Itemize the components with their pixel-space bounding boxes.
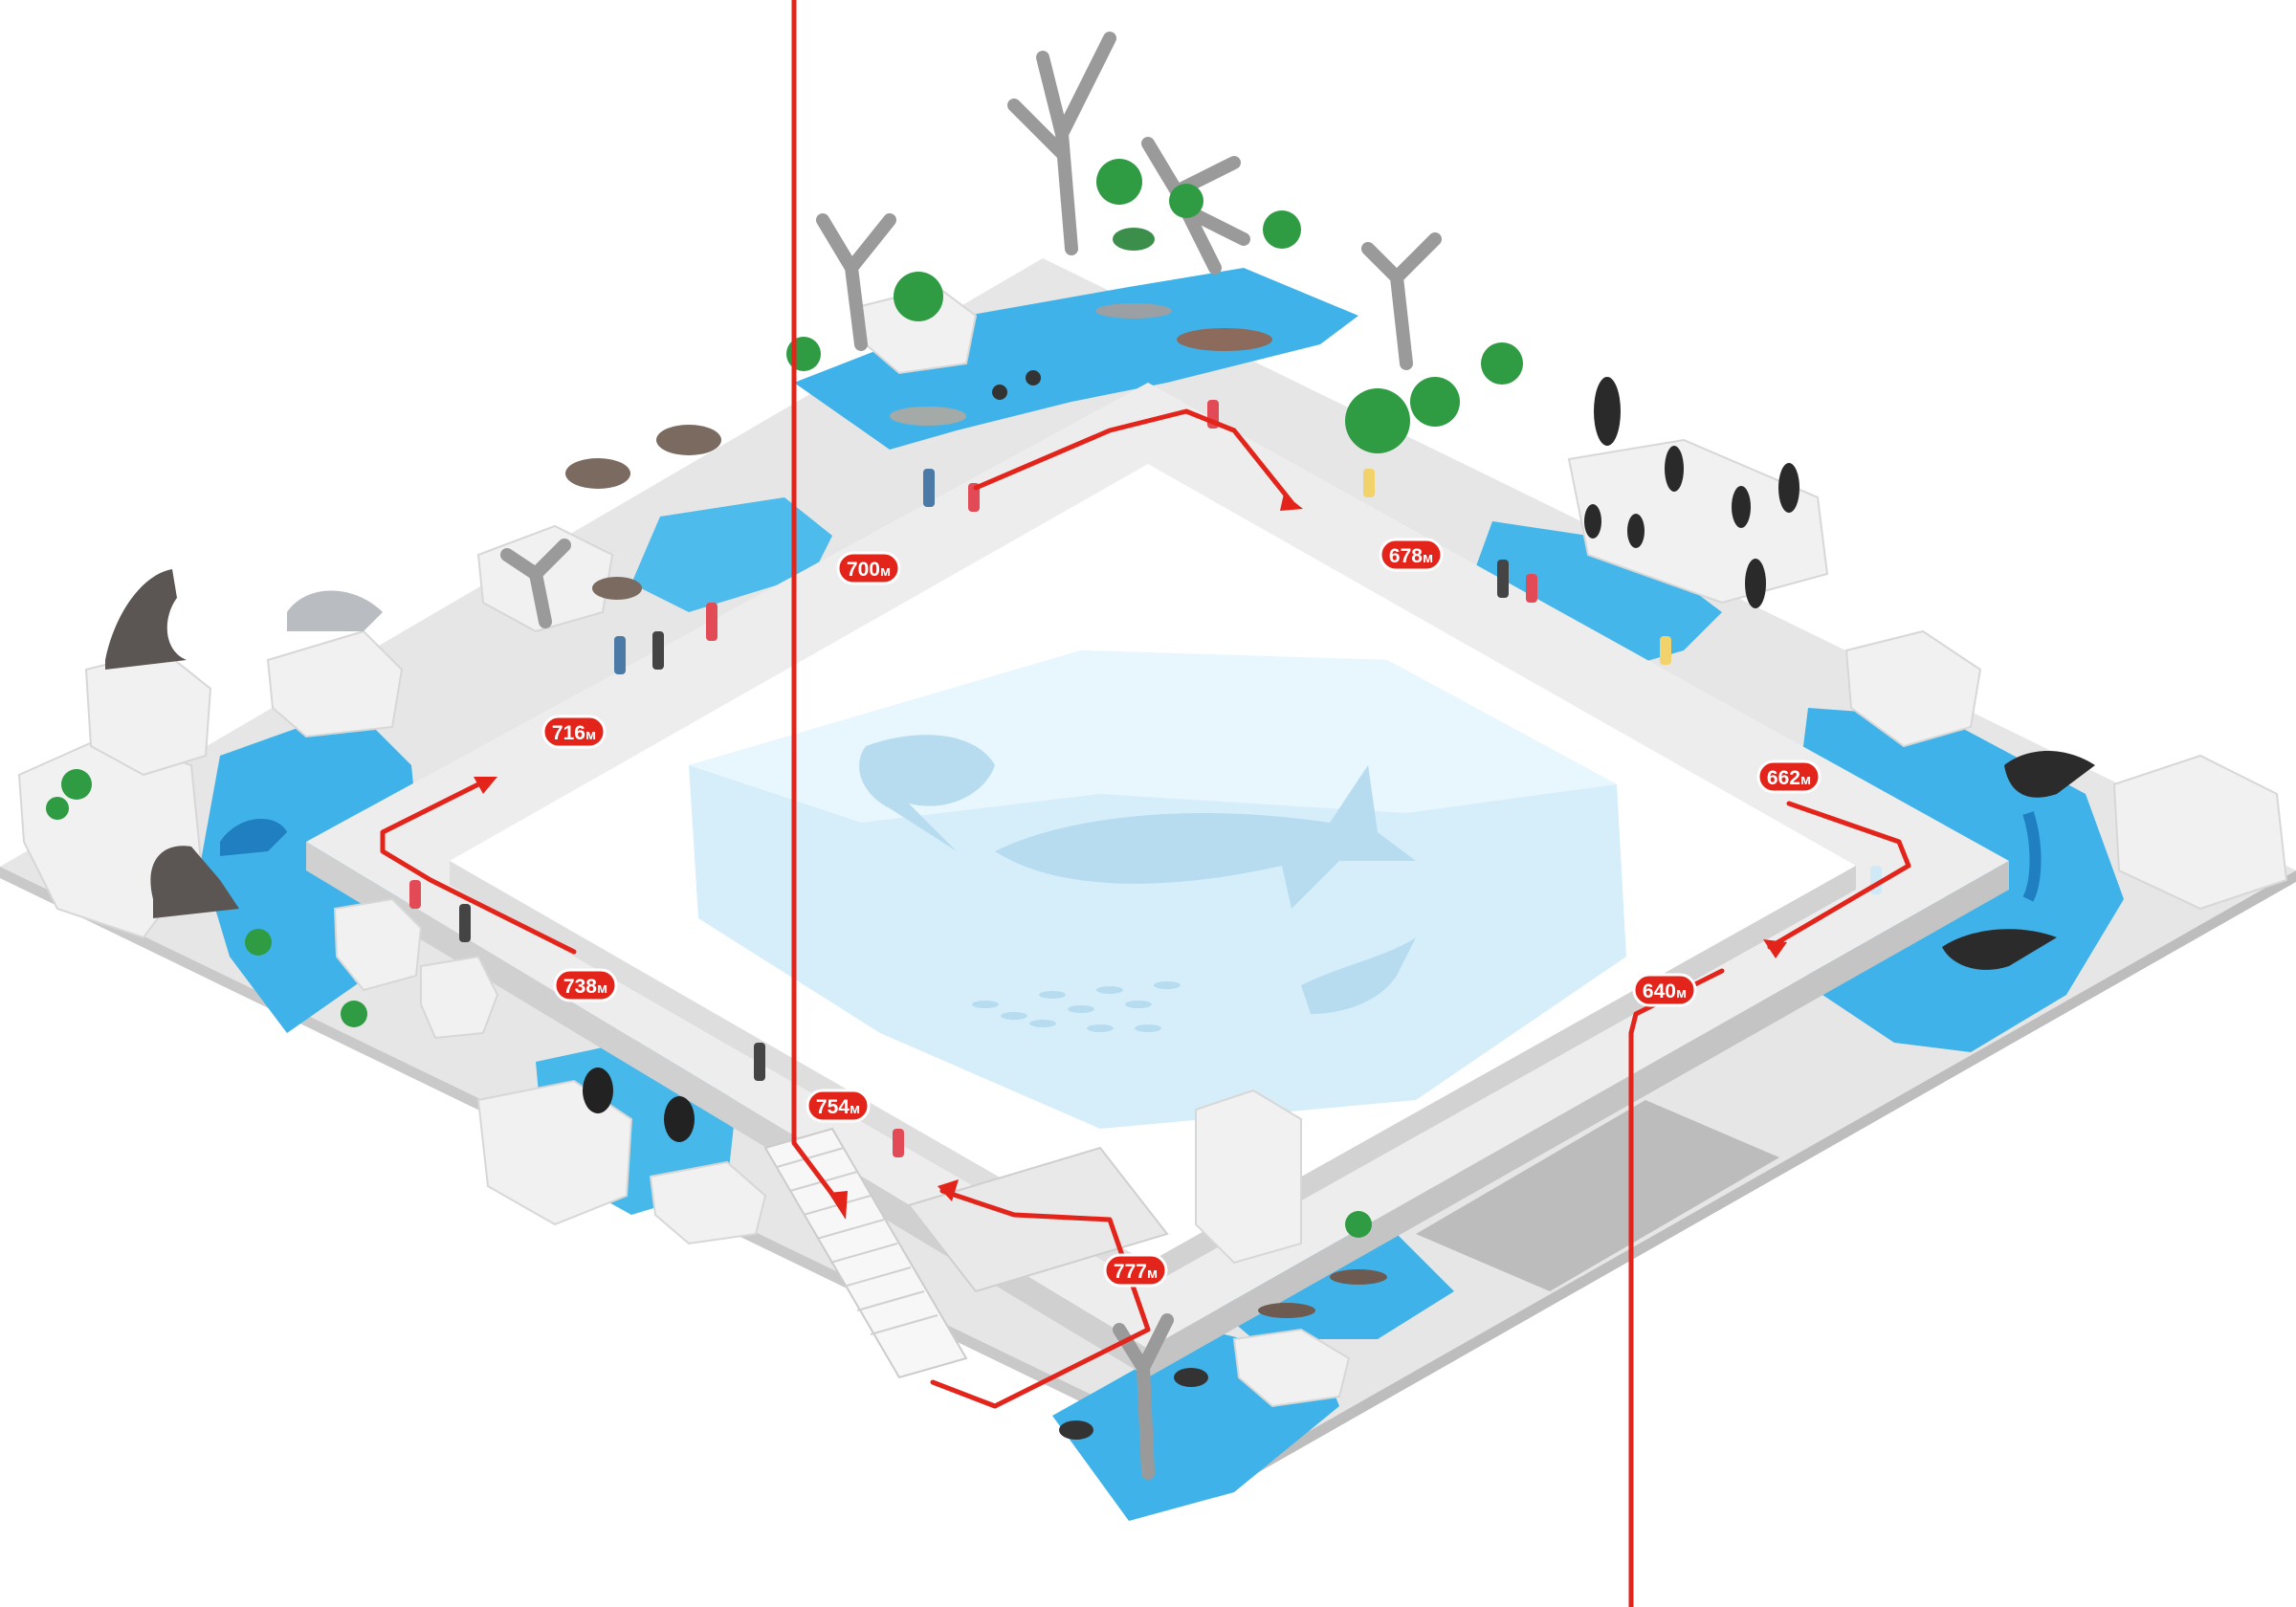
fish-icon [890, 407, 966, 426]
distance-badge: 700м [836, 551, 901, 585]
shark-icon [1301, 937, 1416, 1014]
raccoon-icon [565, 458, 630, 489]
arrow-icon [828, 1191, 848, 1220]
central-pool [450, 464, 1856, 1287]
raccoon-icon [592, 577, 642, 600]
tree-icon [1361, 232, 1442, 370]
exit-corridor [1416, 1100, 1779, 1291]
penguin-pool [1473, 521, 1722, 670]
trees [500, 32, 1442, 1480]
visitor-icon [614, 636, 626, 674]
dolphin-icon [1942, 929, 2057, 970]
puffin-icon [583, 1068, 613, 1113]
fish-icon [1177, 328, 1272, 351]
distance-badges: 640м 662м 678м 700м 716м 738м 754м 777м [541, 538, 1821, 1288]
visitor-icon [968, 483, 980, 512]
visitor-icon [1363, 469, 1375, 497]
fish-icon [1095, 303, 1172, 319]
visitor-icon [1660, 636, 1671, 665]
visitor-icon [652, 631, 664, 670]
distance-badge: 754м [806, 1089, 871, 1123]
ray-icon [859, 735, 995, 851]
duck-icon [1059, 1420, 1093, 1440]
distance-badge: 662м [1756, 759, 1821, 794]
visitor-icon [1497, 560, 1509, 598]
duck-icon [1174, 1368, 1208, 1387]
stairs-icon [763, 1127, 1169, 1379]
seal-icon [287, 590, 383, 631]
route-entry-line [791, 0, 840, 1203]
svg-text:777м: 777м [1114, 1261, 1158, 1283]
animals [105, 228, 2095, 1440]
dolphin-icon [2004, 751, 2095, 798]
visitor-icon [459, 904, 471, 942]
tree-icon [500, 539, 571, 628]
svg-text:678м: 678м [1389, 545, 1433, 567]
svg-text:754м: 754м [816, 1096, 860, 1118]
visitor-icon [1526, 574, 1537, 603]
shark-icon [995, 765, 1416, 909]
fish-icon [1026, 370, 1041, 385]
penguin-icon [1584, 377, 1799, 608]
tree-icon [816, 213, 896, 351]
otter-icon [1258, 1303, 1315, 1318]
svg-text:640м: 640м [1643, 980, 1687, 1002]
arrow-icon [938, 1179, 959, 1201]
puffin-icon [664, 1096, 695, 1142]
visitor-icon [893, 1129, 904, 1157]
raccoon-icon [656, 425, 721, 455]
arrow-icon [474, 777, 497, 794]
svg-text:716м: 716м [552, 722, 596, 744]
otter-icon [1330, 1269, 1387, 1285]
svg-text:662м: 662м [1767, 767, 1811, 789]
svg-text:700м: 700м [847, 559, 891, 581]
fish-icon [992, 385, 1007, 400]
seal-icon [220, 819, 287, 856]
distance-badge: 716м [541, 715, 607, 749]
svg-text:738м: 738м [563, 976, 607, 998]
distance-badge: 738м [553, 968, 618, 1002]
fish-icon [972, 981, 1181, 1032]
distance-badge: 777м [1103, 1253, 1168, 1288]
route-arrows [474, 494, 1787, 1220]
tree-icon [1007, 32, 1116, 255]
visitor-icon [754, 1043, 765, 1081]
sea-lion-icon [105, 569, 187, 670]
turtle-icon [1113, 228, 1155, 251]
distance-badge: 640м [1632, 973, 1697, 1007]
river-exhibit [794, 268, 1358, 450]
visitors [409, 400, 1882, 1157]
arrow-icon [1280, 494, 1303, 511]
sea-lion-icon [150, 846, 239, 918]
visitor-icon [409, 880, 421, 909]
visitor-icon [706, 603, 718, 641]
distance-badge: 678м [1379, 538, 1444, 572]
visitor-icon [923, 469, 935, 507]
arrow-icon [1763, 939, 1787, 958]
